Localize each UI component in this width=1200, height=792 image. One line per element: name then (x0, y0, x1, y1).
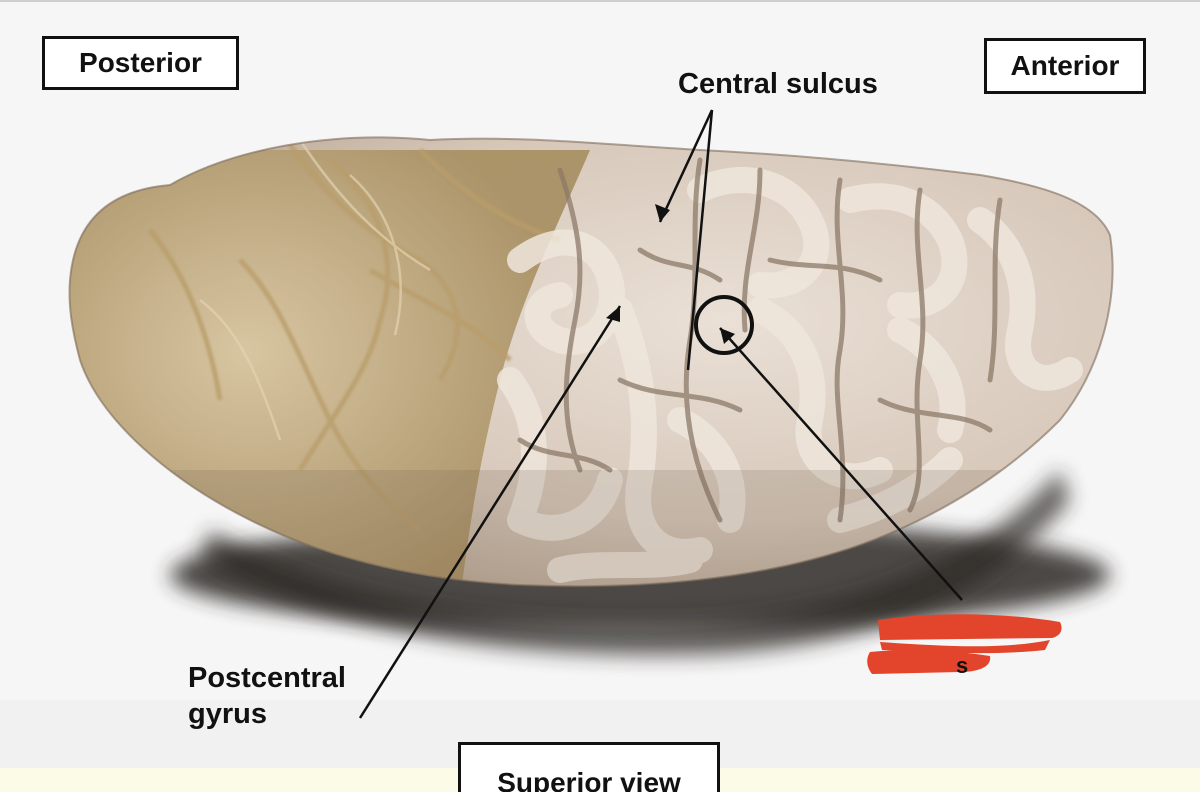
postcentral-gyrus-line2: gyrus (188, 698, 267, 731)
redaction-mark (867, 614, 1062, 674)
posterior-label: Posterior (79, 47, 202, 78)
caption-text: Superior view (497, 767, 681, 792)
redacted-label-fragment: s (956, 653, 969, 678)
caption-box: Superior view (458, 742, 720, 792)
central-sulcus-label: Central sulcus (678, 68, 878, 100)
posterior-label-box: Posterior (42, 36, 239, 90)
postcentral-gyrus-line1: Postcentral (188, 662, 346, 694)
circle-marker-icon (694, 295, 754, 355)
postcentral-gyrus-label: Postcentral gyrus (188, 660, 346, 733)
anterior-label-box: Anterior (984, 38, 1146, 94)
anterior-label: Anterior (1010, 50, 1120, 81)
top-rule (0, 0, 1200, 2)
